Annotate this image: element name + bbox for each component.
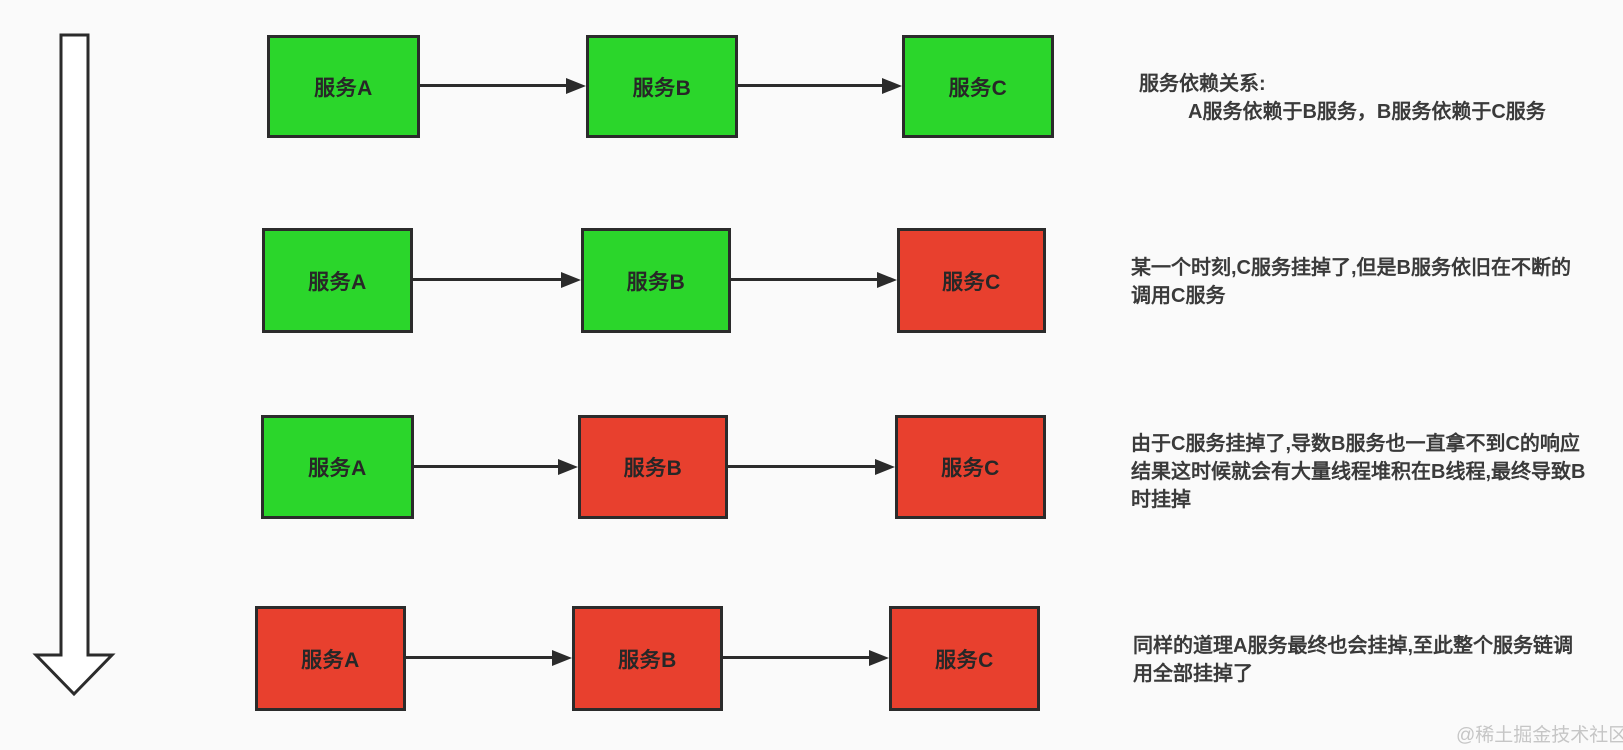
- annotation-row-2: 某一个时刻,C服务挂掉了,但是B服务依旧在不断的 调用C服务: [1131, 254, 1571, 310]
- annotation-line: 时挂掉: [1131, 489, 1191, 511]
- arrow-shaft: [413, 278, 565, 281]
- arrow-head-icon: [869, 650, 889, 666]
- service-label: 服务A: [301, 648, 360, 672]
- annotation-line: 服务依赖关系:: [1139, 73, 1266, 95]
- arrow-shaft: [420, 84, 570, 87]
- arrow-head-icon: [566, 78, 586, 94]
- arrow-shaft: [738, 84, 886, 87]
- service-label: 服务A: [314, 76, 373, 100]
- annotation-line: 调用C服务: [1131, 285, 1226, 307]
- annotation-row-4: 同样的道理A服务最终也会挂掉,至此整个服务链调 用全部挂掉了: [1133, 632, 1573, 688]
- arrow-head-icon: [561, 272, 581, 288]
- annotation-line: 某一个时刻,C服务挂掉了,但是B服务依旧在不断的: [1131, 257, 1571, 279]
- service-c-box: 服务C: [889, 606, 1040, 711]
- dependency-arrow: [413, 272, 581, 288]
- service-c-box: 服务C: [897, 228, 1046, 333]
- dependency-arrow: [728, 459, 895, 475]
- dependency-arrow: [738, 78, 902, 94]
- annotation-row-1: 服务依赖关系: A服务依赖于B服务，B服务依赖于C服务: [1139, 70, 1546, 126]
- dependency-arrow: [723, 650, 889, 666]
- dependency-arrow: [420, 78, 586, 94]
- arrow-head-icon: [552, 650, 572, 666]
- service-label: 服务C: [948, 76, 1008, 100]
- watermark-text: @稀土掘金技术社区: [1456, 725, 1623, 746]
- annotation-line: 同样的道理A服务最终也会挂掉,至此整个服务链调: [1133, 635, 1573, 657]
- service-a-box: 服务A: [255, 606, 406, 711]
- service-c-box: 服务C: [895, 415, 1046, 519]
- service-label: 服务B: [623, 457, 683, 480]
- service-label: 服务A: [308, 457, 367, 480]
- service-b-box: 服务B: [572, 606, 723, 711]
- annotation-line: A服务依赖于B服务，B服务依赖于C服务: [1188, 101, 1546, 123]
- down-arrow-icon: [32, 33, 116, 697]
- arrow-shaft: [406, 656, 556, 659]
- service-label: 服务C: [935, 648, 994, 672]
- service-label: 服务B: [626, 270, 686, 294]
- service-b-box: 服务B: [586, 35, 738, 138]
- service-b-box: 服务B: [578, 415, 728, 519]
- annotation-row-3: 由于C服务挂掉了,导数B服务也一直拿不到C的响应 结果这时候就会有大量线程堆积在…: [1131, 430, 1585, 514]
- service-a-box: 服务A: [262, 228, 413, 333]
- arrow-shaft: [731, 278, 881, 281]
- dependency-arrow: [731, 272, 897, 288]
- service-label: 服务A: [308, 270, 367, 294]
- annotation-line: 由于C服务挂掉了,导数B服务也一直拿不到C的响应: [1131, 433, 1580, 455]
- service-a-box: 服务A: [267, 35, 420, 138]
- annotation-line: 用全部挂掉了: [1133, 663, 1253, 685]
- service-label: 服务C: [941, 457, 1000, 480]
- arrow-head-icon: [558, 459, 578, 475]
- service-label: 服务B: [618, 648, 677, 672]
- dependency-arrow: [414, 459, 578, 475]
- arrow-shaft: [728, 465, 879, 468]
- service-c-box: 服务C: [902, 35, 1054, 138]
- service-label: 服务C: [942, 270, 1001, 294]
- annotation-line: 结果这时候就会有大量线程堆积在B线程,最终导致B: [1131, 461, 1586, 483]
- arrow-shaft: [414, 465, 562, 468]
- dependency-arrow: [406, 650, 572, 666]
- arrow-head-icon: [882, 78, 902, 94]
- arrow-head-icon: [875, 459, 895, 475]
- arrow-shaft: [723, 656, 873, 659]
- service-label: 服务B: [632, 76, 692, 100]
- arrow-head-icon: [877, 272, 897, 288]
- service-b-box: 服务B: [581, 228, 731, 333]
- service-a-box: 服务A: [261, 415, 414, 519]
